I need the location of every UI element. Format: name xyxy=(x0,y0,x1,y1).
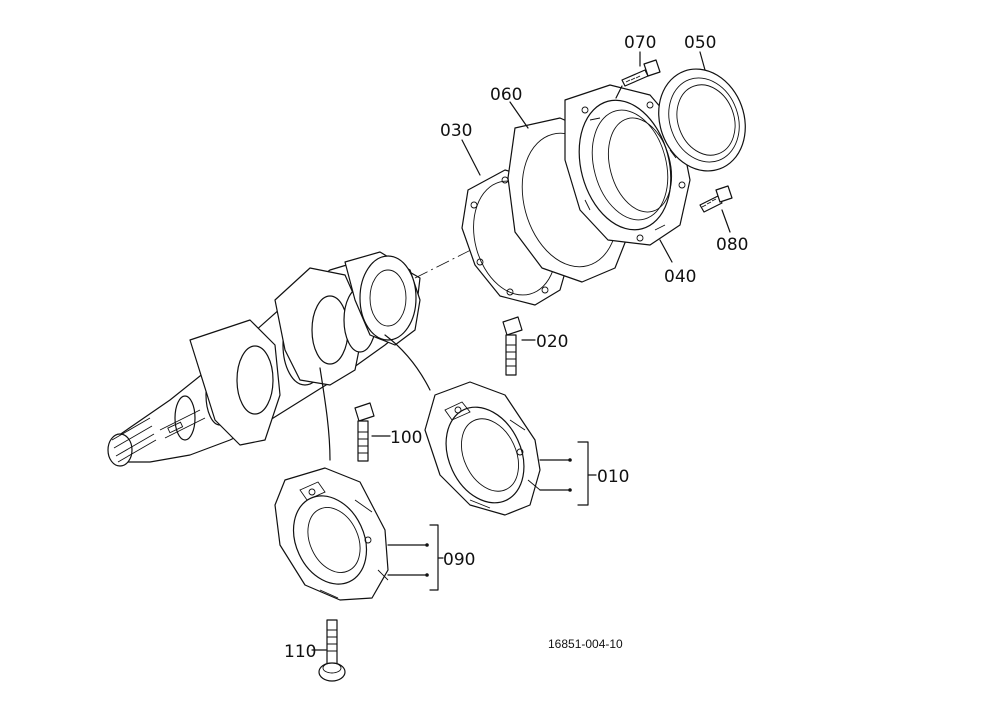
label-020: 020 xyxy=(536,332,568,352)
bolt-070 xyxy=(615,59,661,99)
housing-040 xyxy=(564,84,691,246)
drawing-number: 16851-004-10 xyxy=(548,637,623,651)
bolt-110 xyxy=(318,619,346,682)
crankshaft xyxy=(107,251,421,467)
label-060: 060 xyxy=(490,85,522,105)
oil-seal-050 xyxy=(658,68,746,172)
label-030: 030 xyxy=(440,121,472,141)
leader-040 xyxy=(659,239,673,263)
assembly-arrow-lower xyxy=(319,367,331,461)
bearing-case-090 xyxy=(274,467,389,601)
leader-030 xyxy=(461,139,481,176)
label-040: 040 xyxy=(664,267,696,287)
label-050: 050 xyxy=(684,33,716,53)
bearing-case-010 xyxy=(424,381,541,516)
bolt-100 xyxy=(354,402,375,462)
bracket-010 xyxy=(539,441,597,506)
bolt-080 xyxy=(699,185,733,213)
label-010: 010 xyxy=(597,467,629,487)
assembly-arrow-upper xyxy=(384,334,431,391)
leader-050 xyxy=(699,51,706,71)
leader-060 xyxy=(509,101,529,129)
spline-end xyxy=(107,433,133,467)
bolt-020 xyxy=(502,316,523,376)
label-090: 090 xyxy=(443,550,475,570)
label-100: 100 xyxy=(390,428,422,448)
label-080: 080 xyxy=(716,235,748,255)
label-070: 070 xyxy=(624,33,656,53)
bracket-090 xyxy=(387,524,444,591)
leader-080 xyxy=(721,209,731,233)
label-110: 110 xyxy=(284,642,316,662)
